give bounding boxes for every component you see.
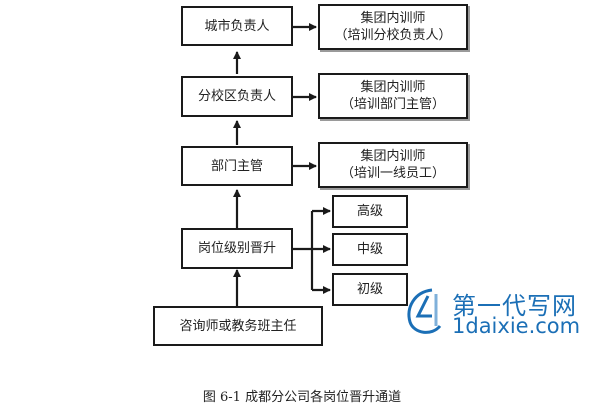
level-low-label: 初级 (356, 282, 383, 297)
trainer-scope: （培训一线员工） (340, 166, 445, 181)
level-high-label: 高级 (356, 204, 383, 219)
trainer-box-branch-heads: 集团内训师 （培训分校负责人） (318, 4, 468, 50)
level-high: 高级 (332, 195, 408, 228)
trainer-title: 集团内训师 (360, 80, 426, 95)
watermark-en: 1daixie.com (452, 314, 581, 338)
node-city-head-label: 城市负责人 (204, 18, 270, 34)
node-dept-supervisor: 部门主管 (181, 146, 293, 186)
node-branch-head: 分校区负责人 (181, 76, 293, 117)
trainer-title: 集团内训师 (360, 11, 426, 26)
trainer-box-frontline-staff: 集团内训师 （培训一线员工） (318, 142, 468, 188)
watermark-cn: 第一代写网 (452, 292, 577, 320)
node-city-head: 城市负责人 (181, 6, 293, 46)
node-level-promotion: 岗位级别晋升 (181, 228, 293, 269)
node-branch-head-label: 分校区负责人 (197, 89, 276, 104)
level-low: 初级 (332, 273, 408, 306)
trainer-scope: （培训部门主管） (340, 97, 445, 112)
trainer-scope: （培训分校负责人） (334, 28, 452, 43)
node-consultant-teacher-label: 咨询师或教务班主任 (179, 318, 297, 334)
figure-caption: 图 6-1 成都分公司各岗位晋升通道 (202, 390, 402, 405)
trainer-title: 集团内训师 (360, 149, 426, 164)
node-dept-supervisor-label: 部门主管 (210, 158, 263, 174)
watermark-logo-icon (407, 288, 442, 334)
level-mid-label: 中级 (356, 242, 383, 257)
node-consultant-teacher: 咨询师或教务班主任 (153, 306, 323, 346)
level-mid: 中级 (332, 233, 408, 266)
trainer-box-dept-supervisors: 集团内训师 （培训部门主管） (318, 73, 468, 119)
node-level-promotion-label: 岗位级别晋升 (197, 241, 276, 256)
